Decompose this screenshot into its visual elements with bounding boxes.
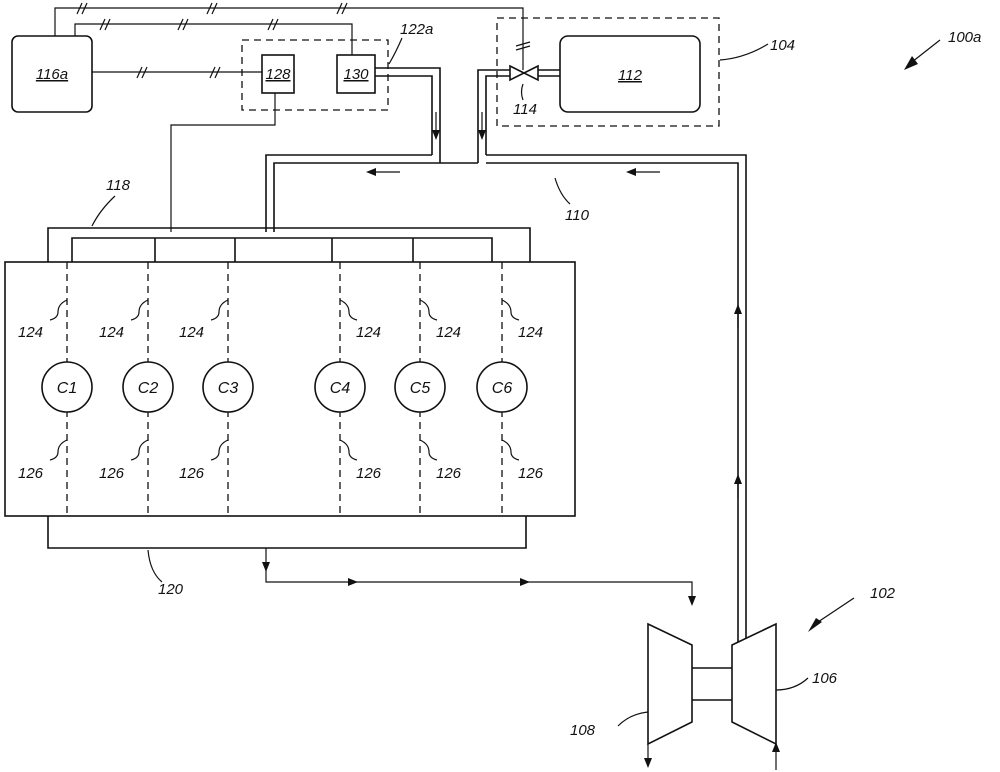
figure-reference: 100a xyxy=(904,29,981,70)
supply-group: 112 114 104 xyxy=(497,18,795,126)
supply-pipes xyxy=(375,68,510,163)
sensor-128-label: 128 xyxy=(265,66,291,83)
compressor-label: 106 xyxy=(812,670,838,687)
cylinder-c4: C4 xyxy=(315,362,365,412)
svg-text:C3: C3 xyxy=(218,380,239,397)
signal-lines xyxy=(55,3,530,232)
exhaust-manifold-label: 120 xyxy=(158,581,184,598)
figure-ref-label: 100a xyxy=(948,29,981,46)
svg-text:124: 124 xyxy=(99,324,124,341)
svg-text:126: 126 xyxy=(99,465,125,482)
cylinder-c1: C1 xyxy=(42,362,92,412)
egr-line-label: 110 xyxy=(565,207,590,224)
controller-box: 116a xyxy=(12,36,92,112)
turbine-label: 108 xyxy=(570,722,596,739)
svg-text:124: 124 xyxy=(518,324,543,341)
svg-text:124: 124 xyxy=(356,324,381,341)
controller-label: 116a xyxy=(36,66,68,83)
intake-manifold-label: 118 xyxy=(106,177,131,194)
svg-text:C6: C6 xyxy=(492,380,513,397)
svg-text:124: 124 xyxy=(436,324,461,341)
turbocharger: 102 106 108 xyxy=(570,585,896,770)
svg-text:126: 126 xyxy=(18,465,44,482)
valve-label: 114 xyxy=(513,101,537,118)
exhaust-manifold: 120 xyxy=(48,516,526,598)
svg-text:124: 124 xyxy=(18,324,43,341)
cylinder-c6: C6 xyxy=(477,362,527,412)
turbocharger-label: 102 xyxy=(870,585,896,602)
cylinder-c3: C3 xyxy=(203,362,253,412)
sensor-130-label: 130 xyxy=(343,66,369,83)
svg-text:C4: C4 xyxy=(330,380,351,397)
svg-text:126: 126 xyxy=(356,465,382,482)
sensor-group: 128 130 122a xyxy=(242,21,433,110)
supply-group-label: 104 xyxy=(770,37,795,54)
exhaust-flow xyxy=(262,548,696,606)
svg-text:124: 124 xyxy=(179,324,204,341)
tank-label: 112 xyxy=(618,67,643,84)
svg-text:C2: C2 xyxy=(138,380,159,397)
svg-text:126: 126 xyxy=(436,465,462,482)
svg-text:126: 126 xyxy=(179,465,205,482)
svg-text:C1: C1 xyxy=(57,380,77,397)
svg-text:C5: C5 xyxy=(410,380,431,397)
valve-114 xyxy=(510,66,560,80)
cylinder-c2: C2 xyxy=(123,362,173,412)
cylinder-c5: C5 xyxy=(395,362,445,412)
svg-text:126: 126 xyxy=(518,465,544,482)
sensor-group-label: 122a xyxy=(400,21,433,38)
